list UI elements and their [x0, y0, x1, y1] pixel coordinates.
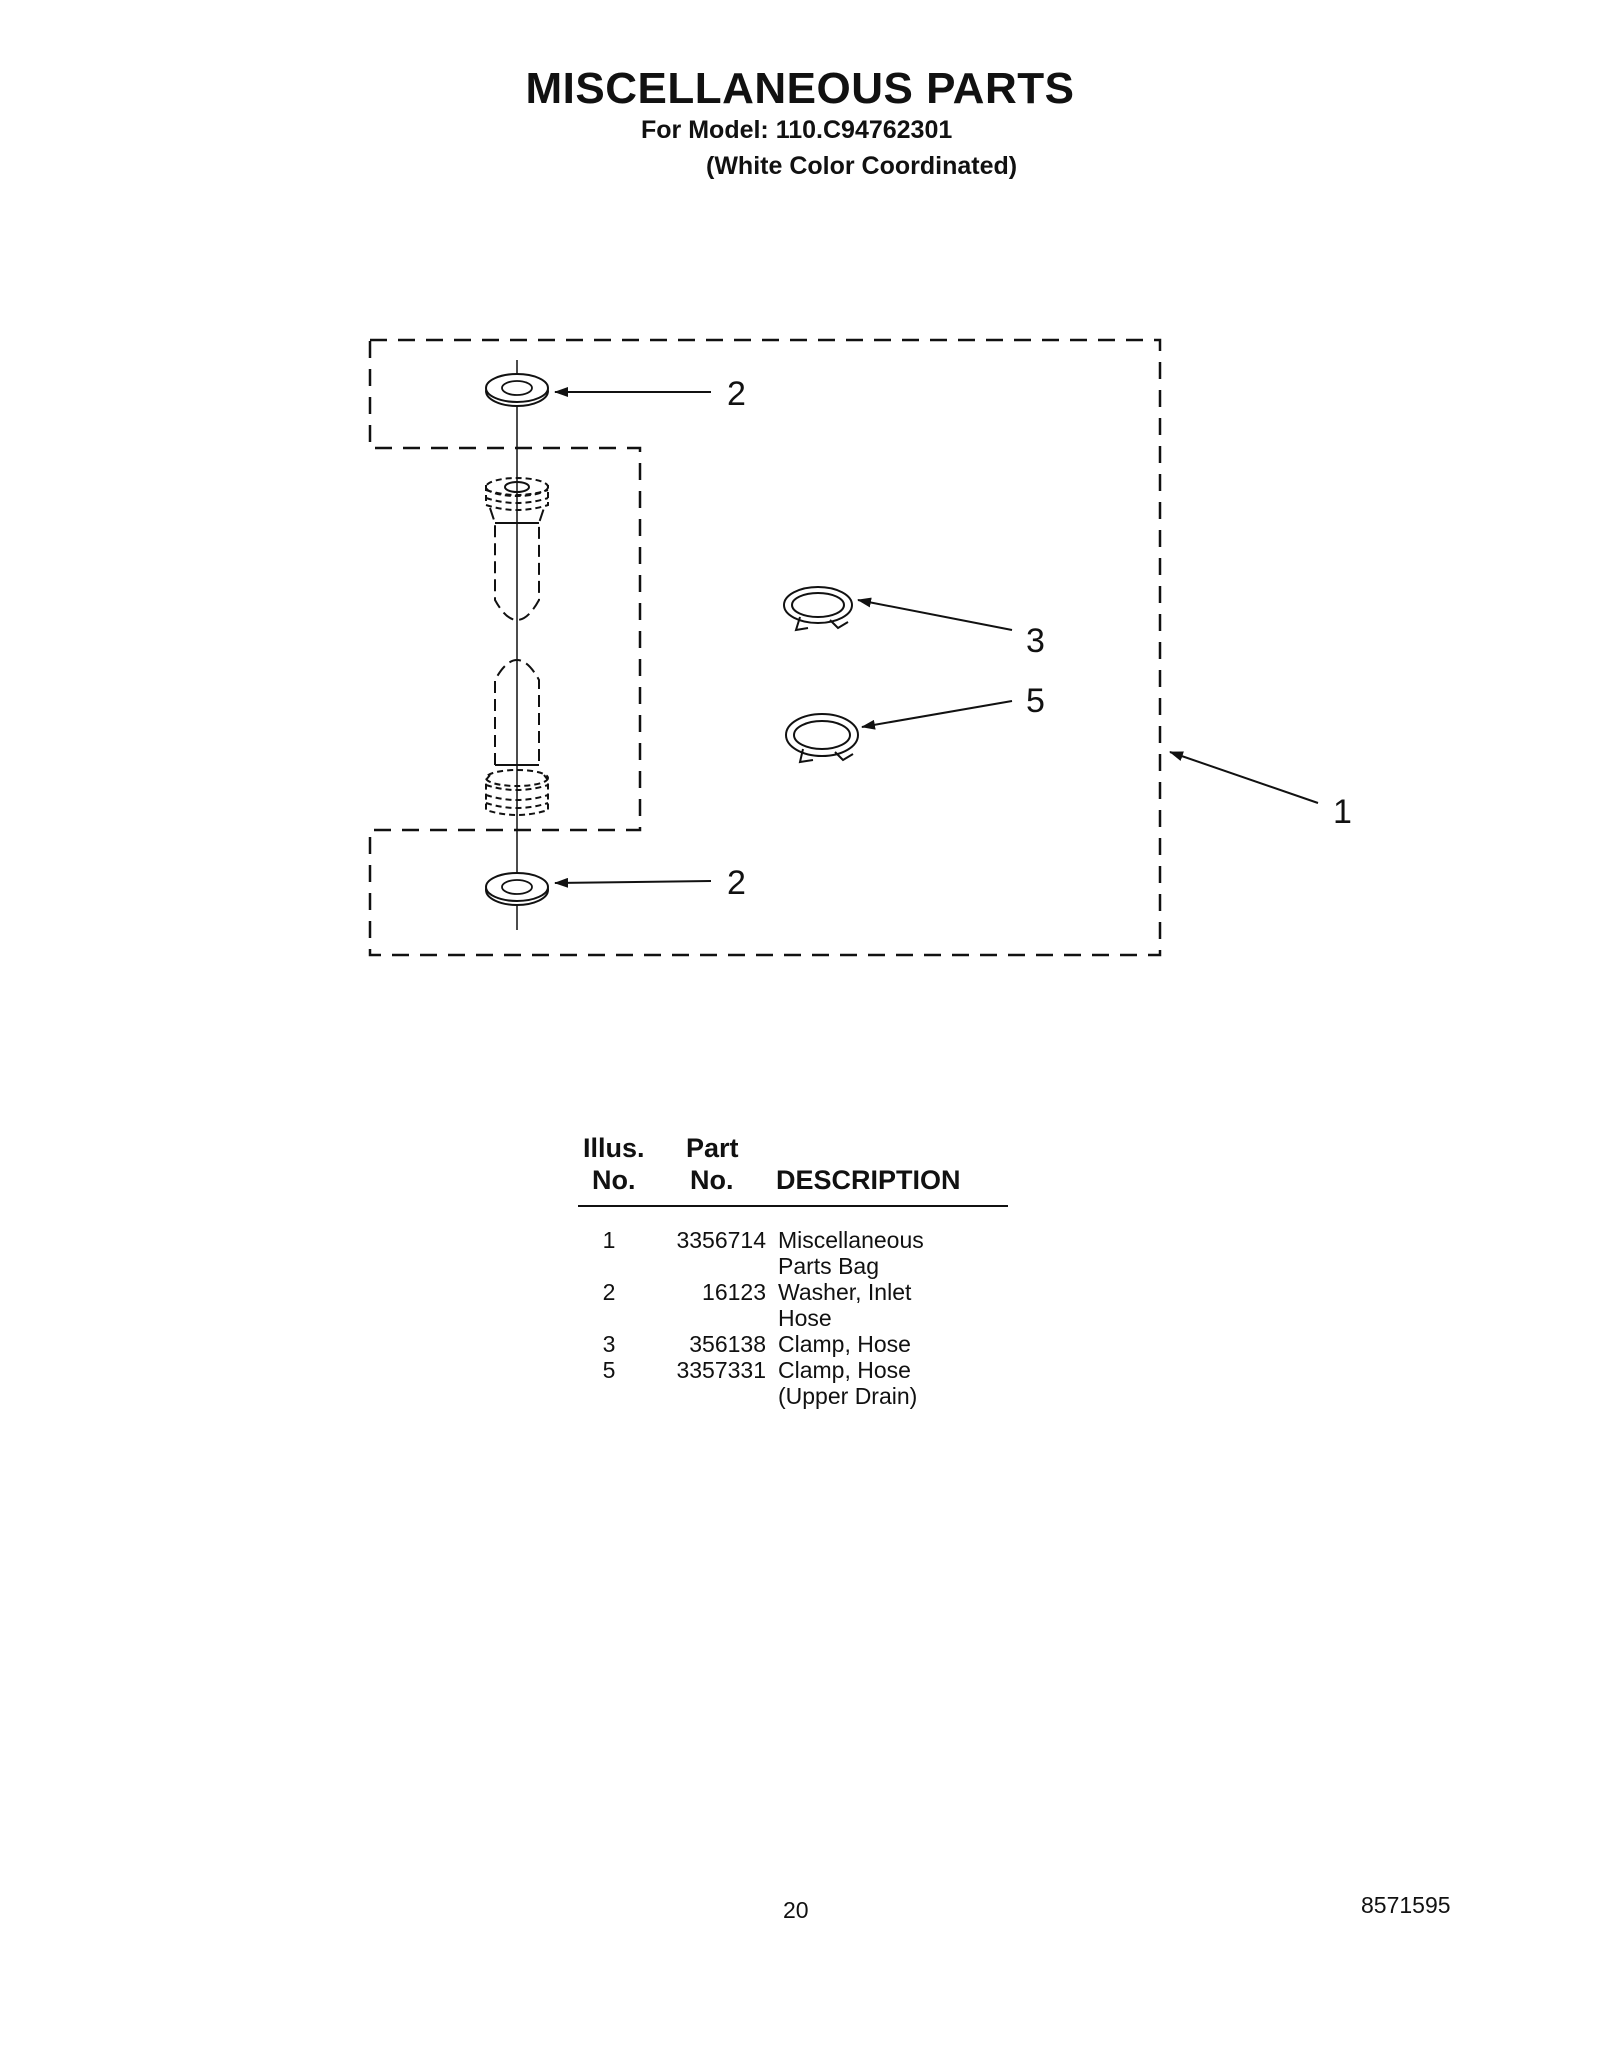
table-row: 3 356138 Clamp, Hose [578, 1331, 1008, 1357]
washer-icon [485, 872, 549, 906]
part-description: Miscellaneous Parts Bag [778, 1227, 924, 1279]
part-description: Washer, Inlet Hose [778, 1279, 912, 1331]
illus-number: 5 [602, 1357, 616, 1383]
illus-number: 1 [602, 1227, 616, 1253]
table-row: 5 3357331 Clamp, Hose (Upper Drain) [578, 1357, 1008, 1409]
part-number: 16123 [702, 1279, 766, 1305]
leader-line [554, 877, 712, 888]
color-note: (White Color Coordinated) [706, 152, 1018, 180]
model-number: For Model: 110.C94762301 [641, 116, 953, 144]
part-description: Clamp, Hose (Upper Drain) [778, 1357, 918, 1409]
illus-number: 2 [602, 1279, 616, 1305]
header-part-no: No. [690, 1165, 734, 1195]
header-illus-no: No. [592, 1165, 636, 1195]
hose-clamp-icon [783, 586, 853, 632]
header-description: DESCRIPTION [776, 1165, 961, 1195]
page-number: 20 [783, 1897, 809, 1923]
callout-label: 1 [1333, 793, 1352, 831]
callout-label: 3 [1026, 622, 1045, 660]
part-number: 356138 [689, 1331, 766, 1357]
callout-label: 2 [727, 864, 746, 902]
header-part: Part [686, 1133, 739, 1163]
document-number: 8571595 [1361, 1892, 1451, 1918]
hose-lower-fitting-icon [485, 659, 549, 816]
table-header: Illus. No. Part No. DESCRIPTION [578, 1133, 1008, 1207]
table-row: 2 16123 Washer, Inlet Hose [578, 1279, 1008, 1331]
callout-label: 5 [1026, 682, 1045, 720]
part-description: Clamp, Hose [778, 1331, 911, 1357]
parts-bag-outline [368, 338, 1162, 957]
illus-number: 3 [602, 1331, 616, 1357]
parts-diagram: 2 2 3 5 1 [368, 338, 1352, 957]
table-row: 1 3356714 Miscellaneous Parts Bag [578, 1227, 1008, 1279]
hose-clamp-icon [785, 713, 859, 764]
leader-line [1169, 751, 1319, 804]
page-title: MISCELLANEOUS PARTS [525, 64, 1075, 113]
callout-label: 2 [727, 375, 746, 413]
part-number: 3357331 [676, 1357, 766, 1383]
header-illus: Illus. [583, 1133, 645, 1163]
leader-line [857, 597, 1013, 631]
part-number: 3356714 [676, 1227, 766, 1253]
leader-line [861, 700, 1013, 730]
hose-upper-fitting-icon [485, 477, 549, 621]
washer-icon [485, 373, 549, 407]
parts-table: Illus. No. Part No. DESCRIPTION 1 335671… [578, 1133, 1008, 1409]
